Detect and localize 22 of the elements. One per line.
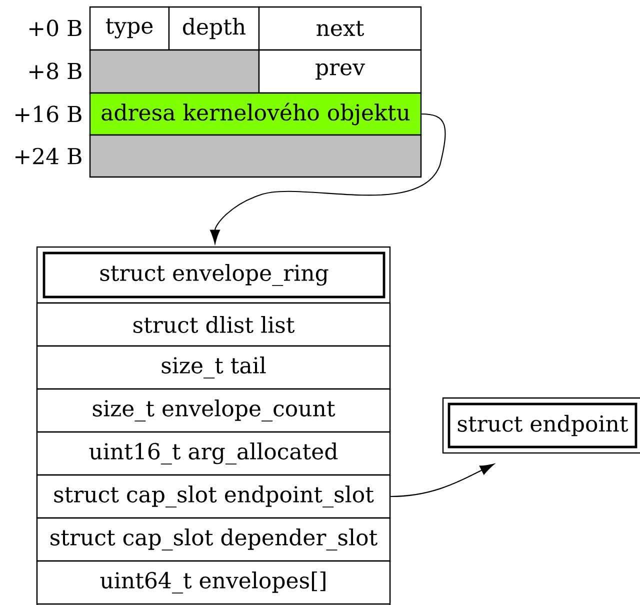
padding-cell bbox=[89, 134, 422, 178]
field-row: uint64_t envelopes[] bbox=[36, 560, 391, 605]
field-cell: depth bbox=[168, 6, 260, 51]
field-row: struct cap_slot endpoint_slot bbox=[36, 474, 391, 519]
padding-cell bbox=[89, 49, 260, 94]
arrow bbox=[390, 464, 494, 498]
offset-label: +8 B bbox=[29, 62, 82, 80]
offset-label: +16 B bbox=[15, 106, 82, 122]
address-cell: adresa kernelového objektu bbox=[89, 92, 422, 136]
field-row: struct dlist list bbox=[36, 302, 391, 347]
field-row: size_t tail bbox=[36, 345, 391, 390]
struct-header: struct envelope_ring bbox=[42, 252, 386, 298]
field-row: struct cap_slot depender_slot bbox=[36, 517, 391, 562]
arrow bbox=[210, 113, 446, 244]
offset-label: +24 B bbox=[15, 148, 82, 164]
field-row: size_t envelope_count bbox=[36, 388, 391, 433]
offset-label: +0 B bbox=[29, 20, 82, 36]
field-cell: next bbox=[258, 6, 422, 51]
field-cell: prev bbox=[258, 49, 422, 94]
struct-header: struct endpoint bbox=[448, 402, 638, 448]
field-cell: type bbox=[89, 6, 170, 51]
field-row: uint16_t arg_allocated bbox=[36, 431, 391, 476]
